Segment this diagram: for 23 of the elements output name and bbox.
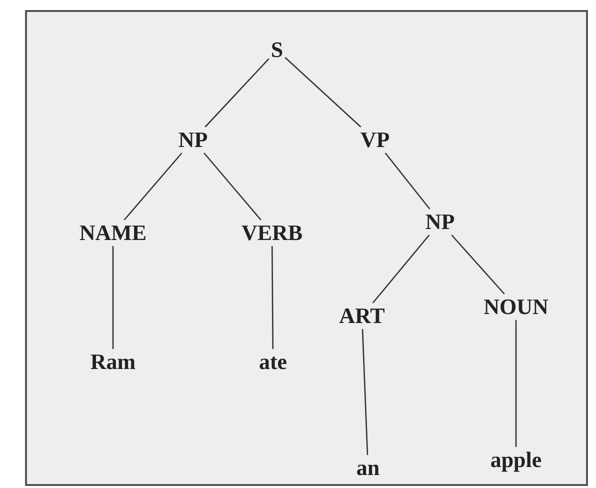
tree-node-label: NAME bbox=[77, 220, 149, 246]
tree-node-label: VERB bbox=[239, 220, 305, 246]
tree-branch-line bbox=[515, 320, 517, 447]
tree-branch-line bbox=[112, 246, 114, 349]
tree-branch-line bbox=[362, 328, 368, 456]
tree-node-label: an bbox=[354, 455, 382, 481]
tree-node-label: ate bbox=[256, 349, 290, 375]
tree-node-label: VP bbox=[358, 127, 392, 153]
tree-branch-line bbox=[384, 152, 430, 210]
tree-node-label: NP bbox=[423, 209, 457, 235]
tree-branch-line bbox=[372, 234, 430, 304]
tree-branch-line bbox=[124, 152, 182, 220]
tree-branch-line bbox=[451, 234, 505, 294]
tree-node-label: ART bbox=[337, 303, 387, 329]
tree-branch-line bbox=[204, 152, 262, 220]
tree-branch-line bbox=[204, 58, 270, 128]
tree-node-label: NP bbox=[176, 127, 210, 153]
tree-node-label: apple bbox=[488, 447, 544, 473]
tree-node-label: Ram bbox=[88, 349, 138, 375]
tree-node-label: NOUN bbox=[482, 294, 550, 320]
tree-node-label: S bbox=[268, 37, 286, 63]
tree-branch-line bbox=[284, 56, 362, 128]
tree-branch-line bbox=[271, 246, 274, 349]
